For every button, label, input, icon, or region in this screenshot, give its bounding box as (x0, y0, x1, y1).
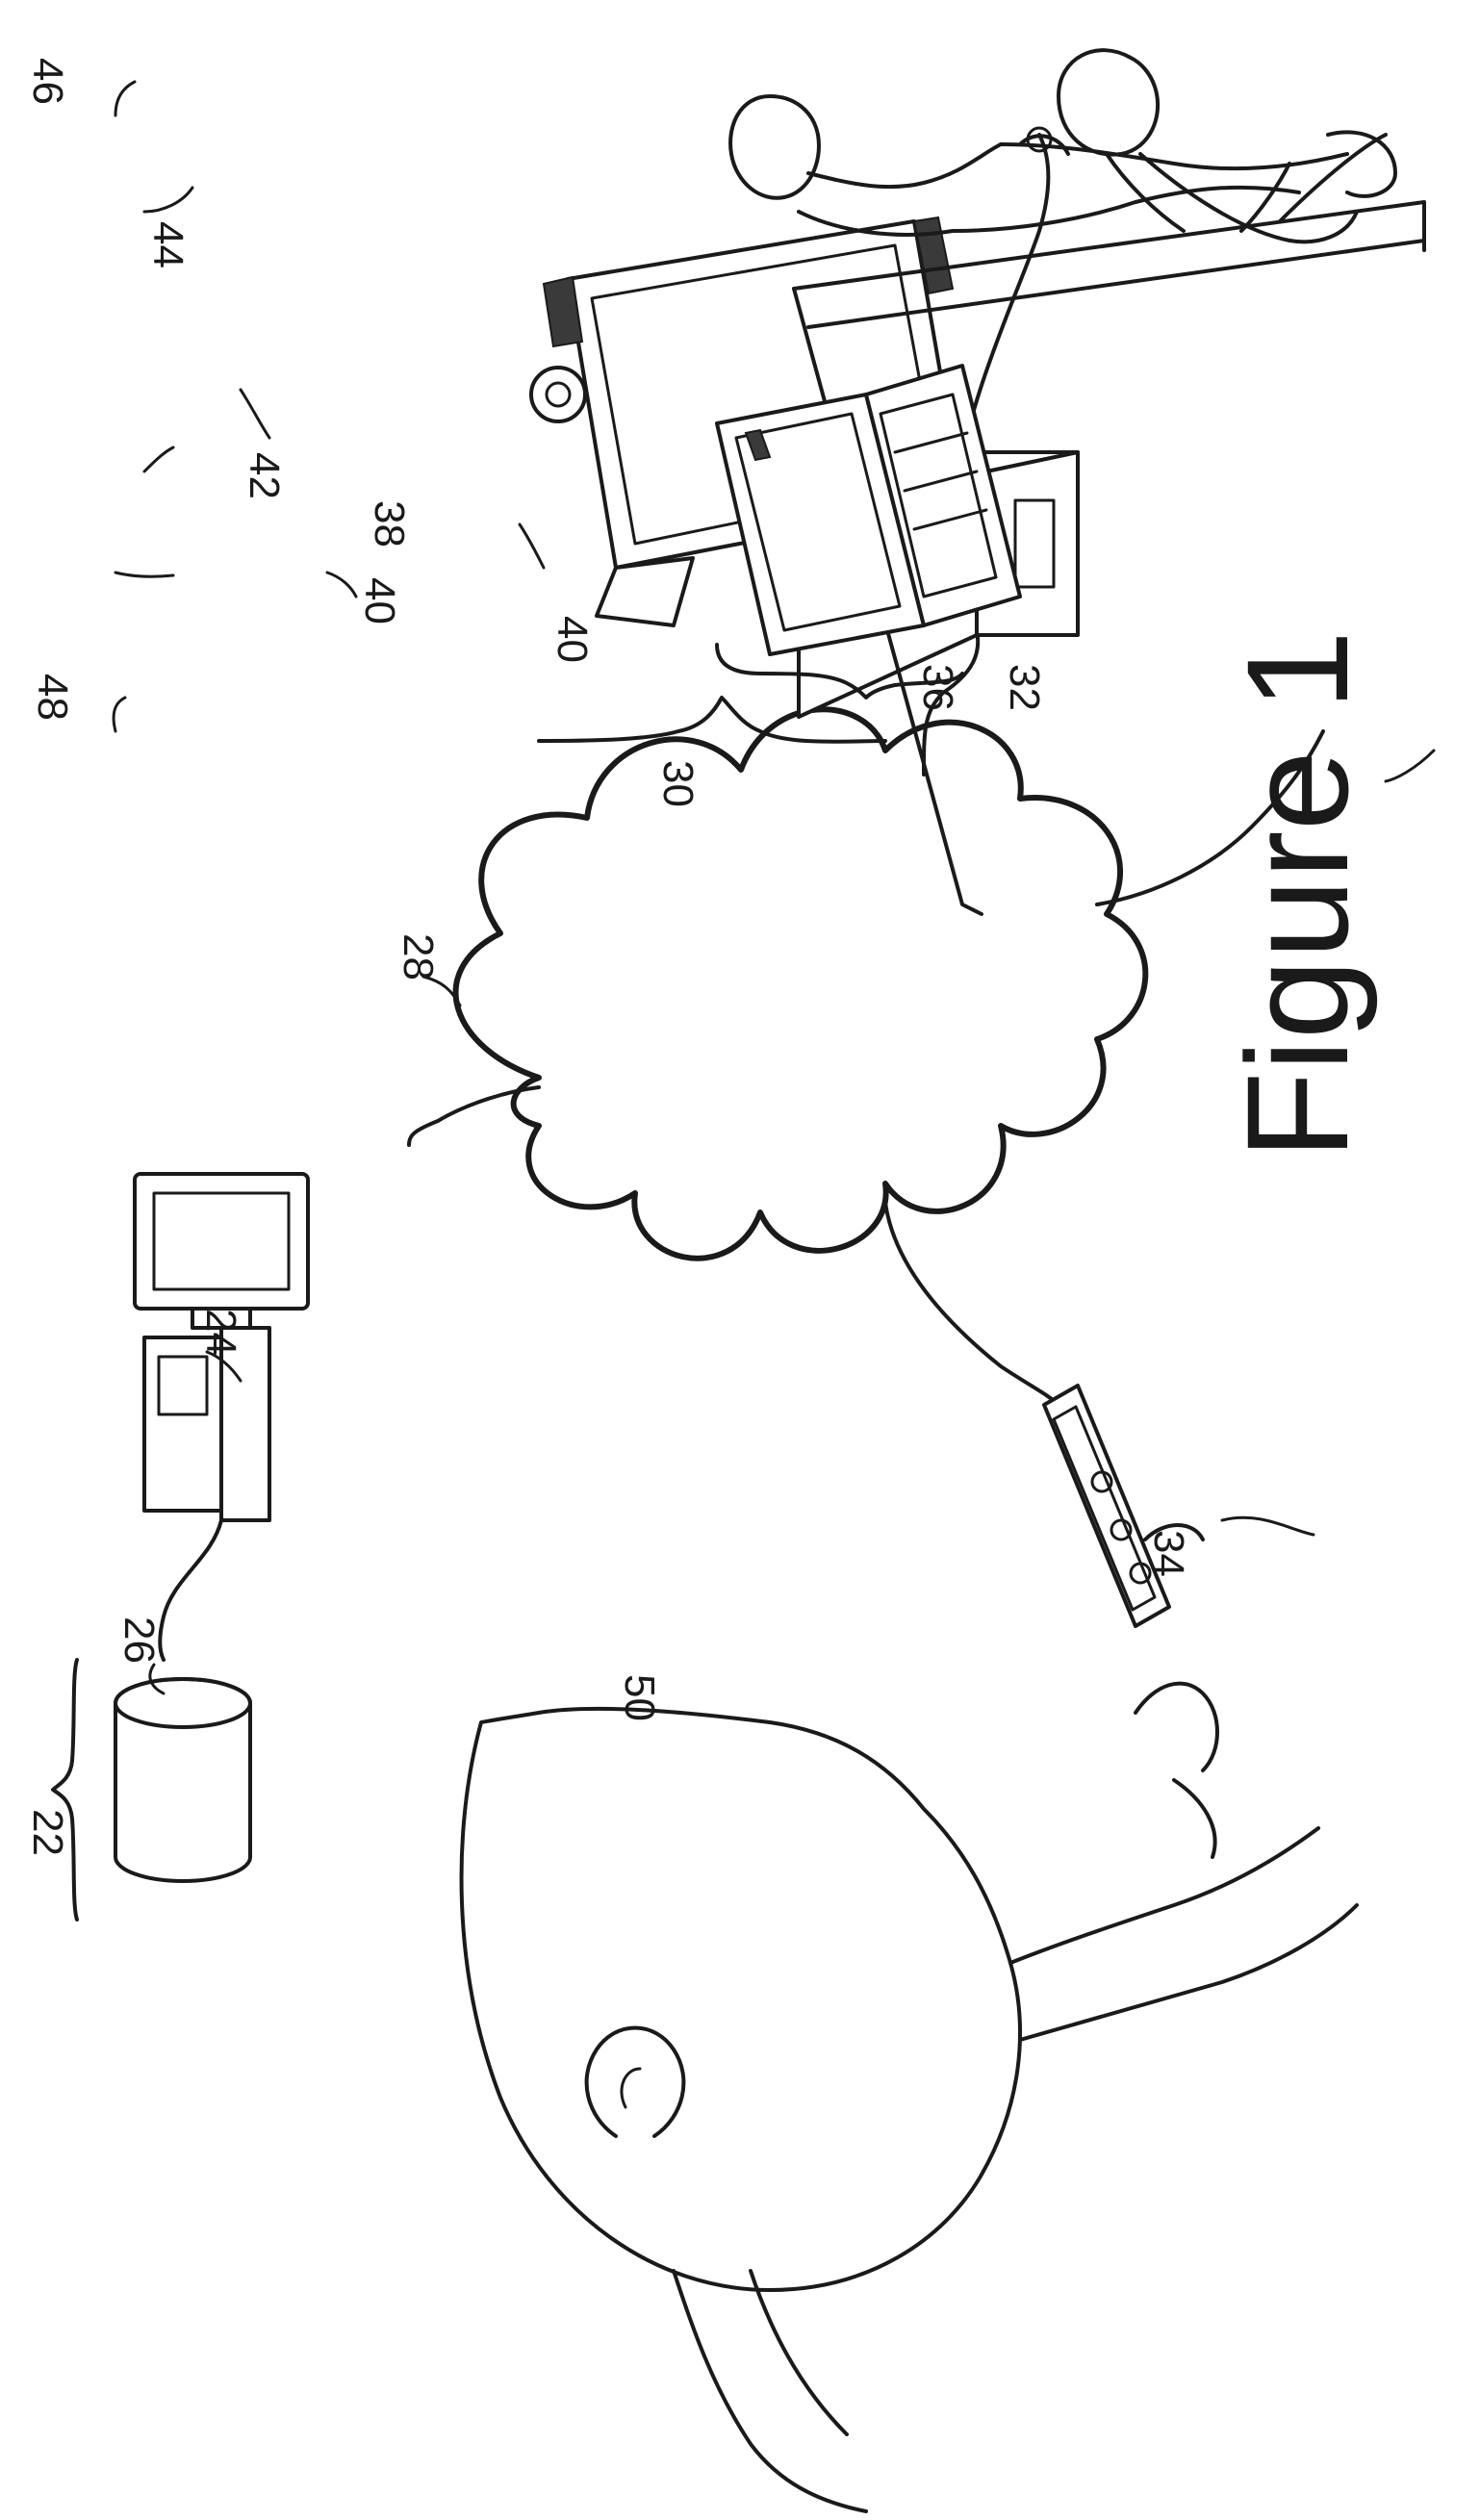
link-server-to-database (160, 1520, 221, 1660)
leader-40-bottom (327, 573, 356, 597)
brace-30 (539, 698, 885, 742)
figure-caption: Figure 1 (1216, 630, 1378, 1159)
leader-48 (114, 698, 125, 731)
leader-36 (520, 524, 544, 568)
label-40-bottom: 40 (549, 616, 596, 663)
label-30: 30 (654, 760, 702, 807)
label-40-top: 40 (356, 577, 403, 624)
label-36: 36 (914, 664, 961, 711)
label-32: 32 (1001, 664, 1048, 711)
leader-46 (115, 82, 135, 115)
link-cloud-to-smartphone-34 (885, 1203, 1059, 1405)
user-50-figure (462, 1525, 1357, 2511)
label-24: 24 (197, 1309, 244, 1356)
leader-44 (144, 188, 192, 212)
label-42: 42 (241, 452, 288, 499)
label-50: 50 (616, 1674, 663, 1721)
leader-34 (1222, 1517, 1314, 1535)
network-connections (409, 630, 1323, 1405)
label-22: 22 (24, 1809, 71, 1856)
label-38: 38 (366, 500, 413, 547)
leader-38 (241, 390, 269, 438)
camera-42 (531, 368, 585, 421)
label-26: 26 (115, 1616, 163, 1664)
leader-42 (144, 447, 173, 471)
brace-22 (53, 1660, 77, 1920)
leader-40-top (115, 573, 173, 576)
label-46: 46 (24, 58, 71, 105)
label-28: 28 (395, 933, 442, 980)
label-48: 48 (29, 674, 76, 721)
network-cloud (456, 709, 1146, 1259)
label-34: 34 (1145, 1530, 1192, 1577)
smartphone-34 (1044, 1386, 1169, 1626)
leader-50 (1386, 751, 1434, 781)
database-cylinder (115, 1679, 250, 1881)
label-44: 44 (144, 221, 191, 268)
